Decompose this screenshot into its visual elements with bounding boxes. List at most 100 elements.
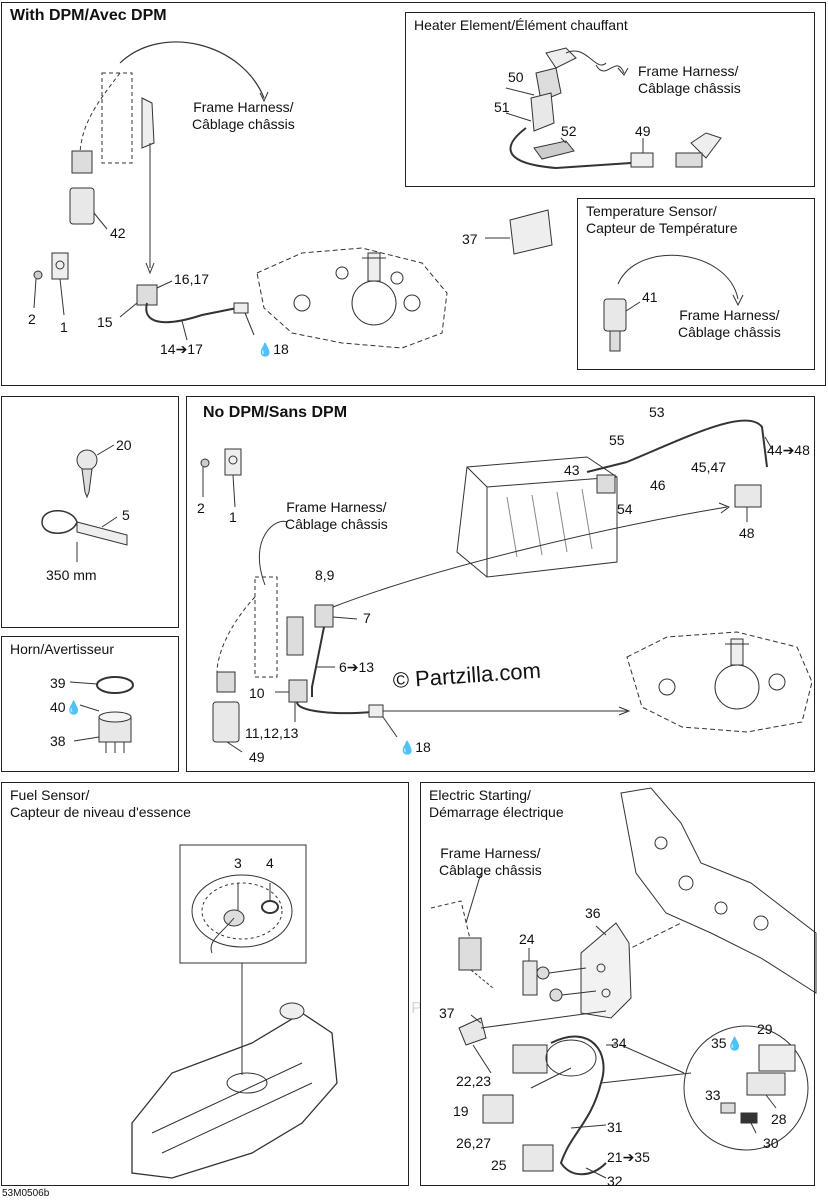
callout-1: 1 <box>229 509 237 525</box>
frame-harness-label: Frame Harness/ Câblage châssis <box>285 499 388 533</box>
panel-title-line1: Fuel Sensor/ <box>10 787 90 803</box>
callout-43: 43 <box>564 462 580 478</box>
panel-heater-element: Heater Element/Élément chauffant Frame H… <box>405 12 815 187</box>
callout-22-23: 22,23 <box>456 1073 492 1089</box>
panel-title: Electric Starting/ Démarrage électrique <box>429 787 564 821</box>
callout-40: 40💧 <box>50 699 82 716</box>
callout-7: 7 <box>363 610 371 626</box>
frame-harness-line1: Frame Harness/ <box>679 307 780 323</box>
electric-starting-illustration <box>430 787 817 1179</box>
panel-no-dpm: No DPM/Sans DPM <box>186 396 815 772</box>
callout-50: 50 <box>508 69 524 85</box>
callout-24: 24 <box>519 931 535 947</box>
cable-tie-length: 350 mm <box>46 567 97 583</box>
frame-harness-line1: Frame Harness/ <box>193 99 294 115</box>
frame-harness-line2: Câblage châssis <box>192 116 295 132</box>
callout-8-9: 8,9 <box>315 567 335 583</box>
horn-illustration <box>69 676 134 753</box>
frame-harness-label: Frame Harness/ Câblage châssis <box>678 307 781 341</box>
frame-harness-label: Frame Harness/ Câblage châssis <box>439 845 542 879</box>
panel-temperature-sensor: Temperature Sensor/ Capteur de Températu… <box>577 198 815 370</box>
callout-19: 19 <box>453 1103 469 1119</box>
callout-18-label: 18 <box>415 739 431 755</box>
callout-44-48: 44➔48 <box>767 442 810 458</box>
callout-46: 46 <box>650 477 666 493</box>
callout-35: 35💧 <box>711 1035 743 1052</box>
callout-3: 3 <box>234 855 242 871</box>
callout-48: 48 <box>739 525 755 541</box>
panel-title-line1: Electric Starting/ <box>429 787 531 803</box>
callout-6-13: 6➔13 <box>339 659 375 675</box>
callout-35-label: 35 <box>711 1035 727 1051</box>
callout-1: 1 <box>60 319 68 335</box>
callout-18: 💧18 <box>257 341 289 358</box>
frame-harness-line2: Câblage châssis <box>439 862 542 878</box>
callout-37: 37 <box>439 1005 455 1021</box>
callout-16-17: 16,17 <box>174 271 210 287</box>
callout-37: 37 <box>462 231 478 247</box>
panel-title: Fuel Sensor/ Capteur de niveau d'essence <box>10 787 191 821</box>
callout-36: 36 <box>585 905 601 921</box>
callout-41: 41 <box>642 289 658 305</box>
panel-title: Heater Element/Élément chauffant <box>414 17 628 33</box>
frame-harness-line2: Câblage châssis <box>638 80 741 96</box>
callout-49: 49 <box>635 123 651 139</box>
hardware-illustration <box>41 444 128 562</box>
callout-42: 42 <box>110 225 126 241</box>
callout-18-label: 18 <box>273 341 289 357</box>
panel-title: With DPM/Avec DPM <box>10 7 167 24</box>
callout-32: 32 <box>607 1173 623 1189</box>
callout-49: 49 <box>249 749 265 765</box>
callout-55: 55 <box>609 432 625 448</box>
callout-34: 34 <box>611 1035 627 1051</box>
frame-harness-line1: Frame Harness/ <box>440 845 541 861</box>
callout-18: 💧18 <box>399 739 431 756</box>
callout-15: 15 <box>97 314 113 330</box>
callout-52: 52 <box>561 123 577 139</box>
callout-25: 25 <box>491 1157 507 1173</box>
panel-title-line2: Capteur de Température <box>586 220 738 236</box>
drop-icon: 💧 <box>399 740 416 755</box>
frame-harness-line2: Câblage châssis <box>285 516 388 532</box>
fuel-sensor-illustration <box>131 844 338 1179</box>
callout-2: 2 <box>197 500 205 516</box>
callout-30: 30 <box>763 1135 779 1151</box>
panel-title: No DPM/Sans DPM <box>203 404 348 421</box>
frame-harness-label: Frame Harness/ Câblage châssis <box>192 99 295 133</box>
callout-14-17: 14➔17 <box>160 341 203 357</box>
callout-31: 31 <box>607 1119 623 1135</box>
no-dpm-illustration <box>200 419 813 753</box>
callout-53: 53 <box>649 404 665 420</box>
drop-icon: 💧 <box>257 342 274 357</box>
callout-39: 39 <box>50 675 66 691</box>
frame-harness-label: Frame Harness/ Câblage châssis <box>638 63 741 97</box>
drop-icon: 💧 <box>726 1036 743 1051</box>
panel-fuel-sensor: Fuel Sensor/ Capteur de niveau d'essence… <box>1 782 409 1186</box>
callout-21-35: 21➔35 <box>607 1149 650 1165</box>
callout-28: 28 <box>771 1111 787 1127</box>
panel-title: Horn/Avertisseur <box>10 641 115 657</box>
callout-11-12-13: 11,12,13 <box>245 725 299 741</box>
panel-title-line2: Capteur de niveau d'essence <box>10 804 191 820</box>
callout-4: 4 <box>266 855 274 871</box>
panel-electric-starting: Electric Starting/ Démarrage électrique <box>420 782 817 1189</box>
callout-26-27: 26,27 <box>456 1135 492 1151</box>
callout-10: 10 <box>249 685 265 701</box>
temp-sensor-illustration <box>603 254 744 352</box>
panel-title-line1: Temperature Sensor/ <box>586 203 717 219</box>
heater-illustration <box>505 47 722 170</box>
panel-title-line2: Démarrage électrique <box>429 804 564 820</box>
frame-harness-line1: Frame Harness/ <box>638 63 739 79</box>
callout-29: 29 <box>757 1021 773 1037</box>
callout-45-47: 45,47 <box>691 459 727 475</box>
panel-hardware: 20 5 350 mm <box>1 396 179 628</box>
frame-harness-line1: Frame Harness/ <box>286 499 387 515</box>
callout-5: 5 <box>122 507 130 523</box>
diagram-code: 53M0506b <box>2 1188 50 1199</box>
callout-20: 20 <box>116 437 132 453</box>
callout-54: 54 <box>617 501 633 517</box>
panel-horn: Horn/Avertisseur 39 40💧 38 <box>1 636 179 772</box>
callout-38: 38 <box>50 733 66 749</box>
panel-title: Temperature Sensor/ Capteur de Températu… <box>586 203 738 237</box>
callout-33: 33 <box>705 1087 721 1103</box>
